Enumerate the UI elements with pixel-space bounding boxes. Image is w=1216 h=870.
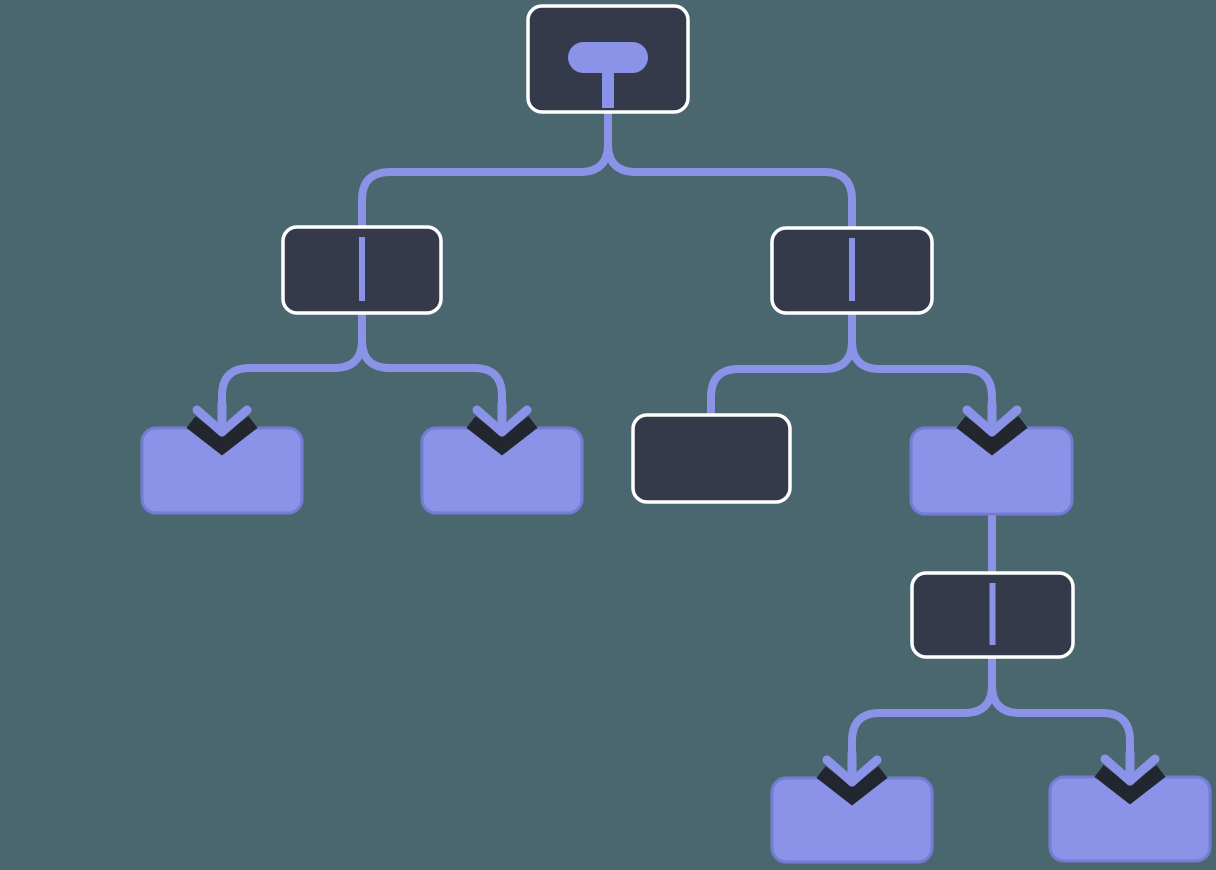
- chevron-down-outer-icon: [466, 416, 538, 456]
- left-branch-to-leaf-2-connector: [358, 311, 506, 408]
- left-branch-to-leaf-1-arrow-icon: [186, 399, 258, 456]
- branch-node-lower-vertical-line-icon: [989, 583, 996, 645]
- left-branch-to-leaf-1-connector: [218, 311, 366, 408]
- chevron-down-outer-icon: [1094, 765, 1166, 805]
- root-node-pill-stem-icon: [602, 65, 614, 108]
- lower-branch-to-leaf-4-arrow-icon: [816, 749, 888, 806]
- left-branch-to-leaf-2-arrow-icon: [466, 399, 538, 456]
- root-to-right-branch-connector: [604, 106, 856, 232]
- chevron-down-inner-icon: [472, 405, 532, 437]
- lower-branch-to-leaf-5-connector: [988, 655, 1134, 757]
- chevron-down-outer-icon: [816, 766, 888, 806]
- branch-node-right-vertical-line-icon: [849, 238, 855, 301]
- branch-node-left-vertical-line-icon: [359, 237, 365, 301]
- root-to-left-branch-connector: [358, 106, 612, 232]
- lower-branch-to-leaf-5-arrow-icon: [1094, 748, 1166, 805]
- chevron-down-outer-icon: [186, 416, 258, 456]
- chevron-down-inner-icon: [962, 405, 1022, 437]
- right-branch-to-leaf-3-arrow-icon: [956, 399, 1028, 456]
- root-node-pill-icon: [568, 42, 648, 73]
- dark-leaf-node[interactable]: [631, 413, 792, 504]
- chevron-down-inner-icon: [192, 405, 252, 437]
- chevron-down-outer-icon: [956, 416, 1028, 456]
- node-layer: [140, 4, 1212, 864]
- chevron-down-inner-icon: [822, 755, 882, 787]
- right-branch-to-leaf-3-connector: [848, 311, 996, 408]
- lower-branch-to-leaf-4-connector: [848, 655, 996, 758]
- connector-layer: [218, 106, 1134, 758]
- arrowhead-layer: [186, 399, 1166, 806]
- chevron-down-inner-icon: [1100, 754, 1160, 786]
- right-branch-to-dark-leaf-connector: [707, 311, 856, 419]
